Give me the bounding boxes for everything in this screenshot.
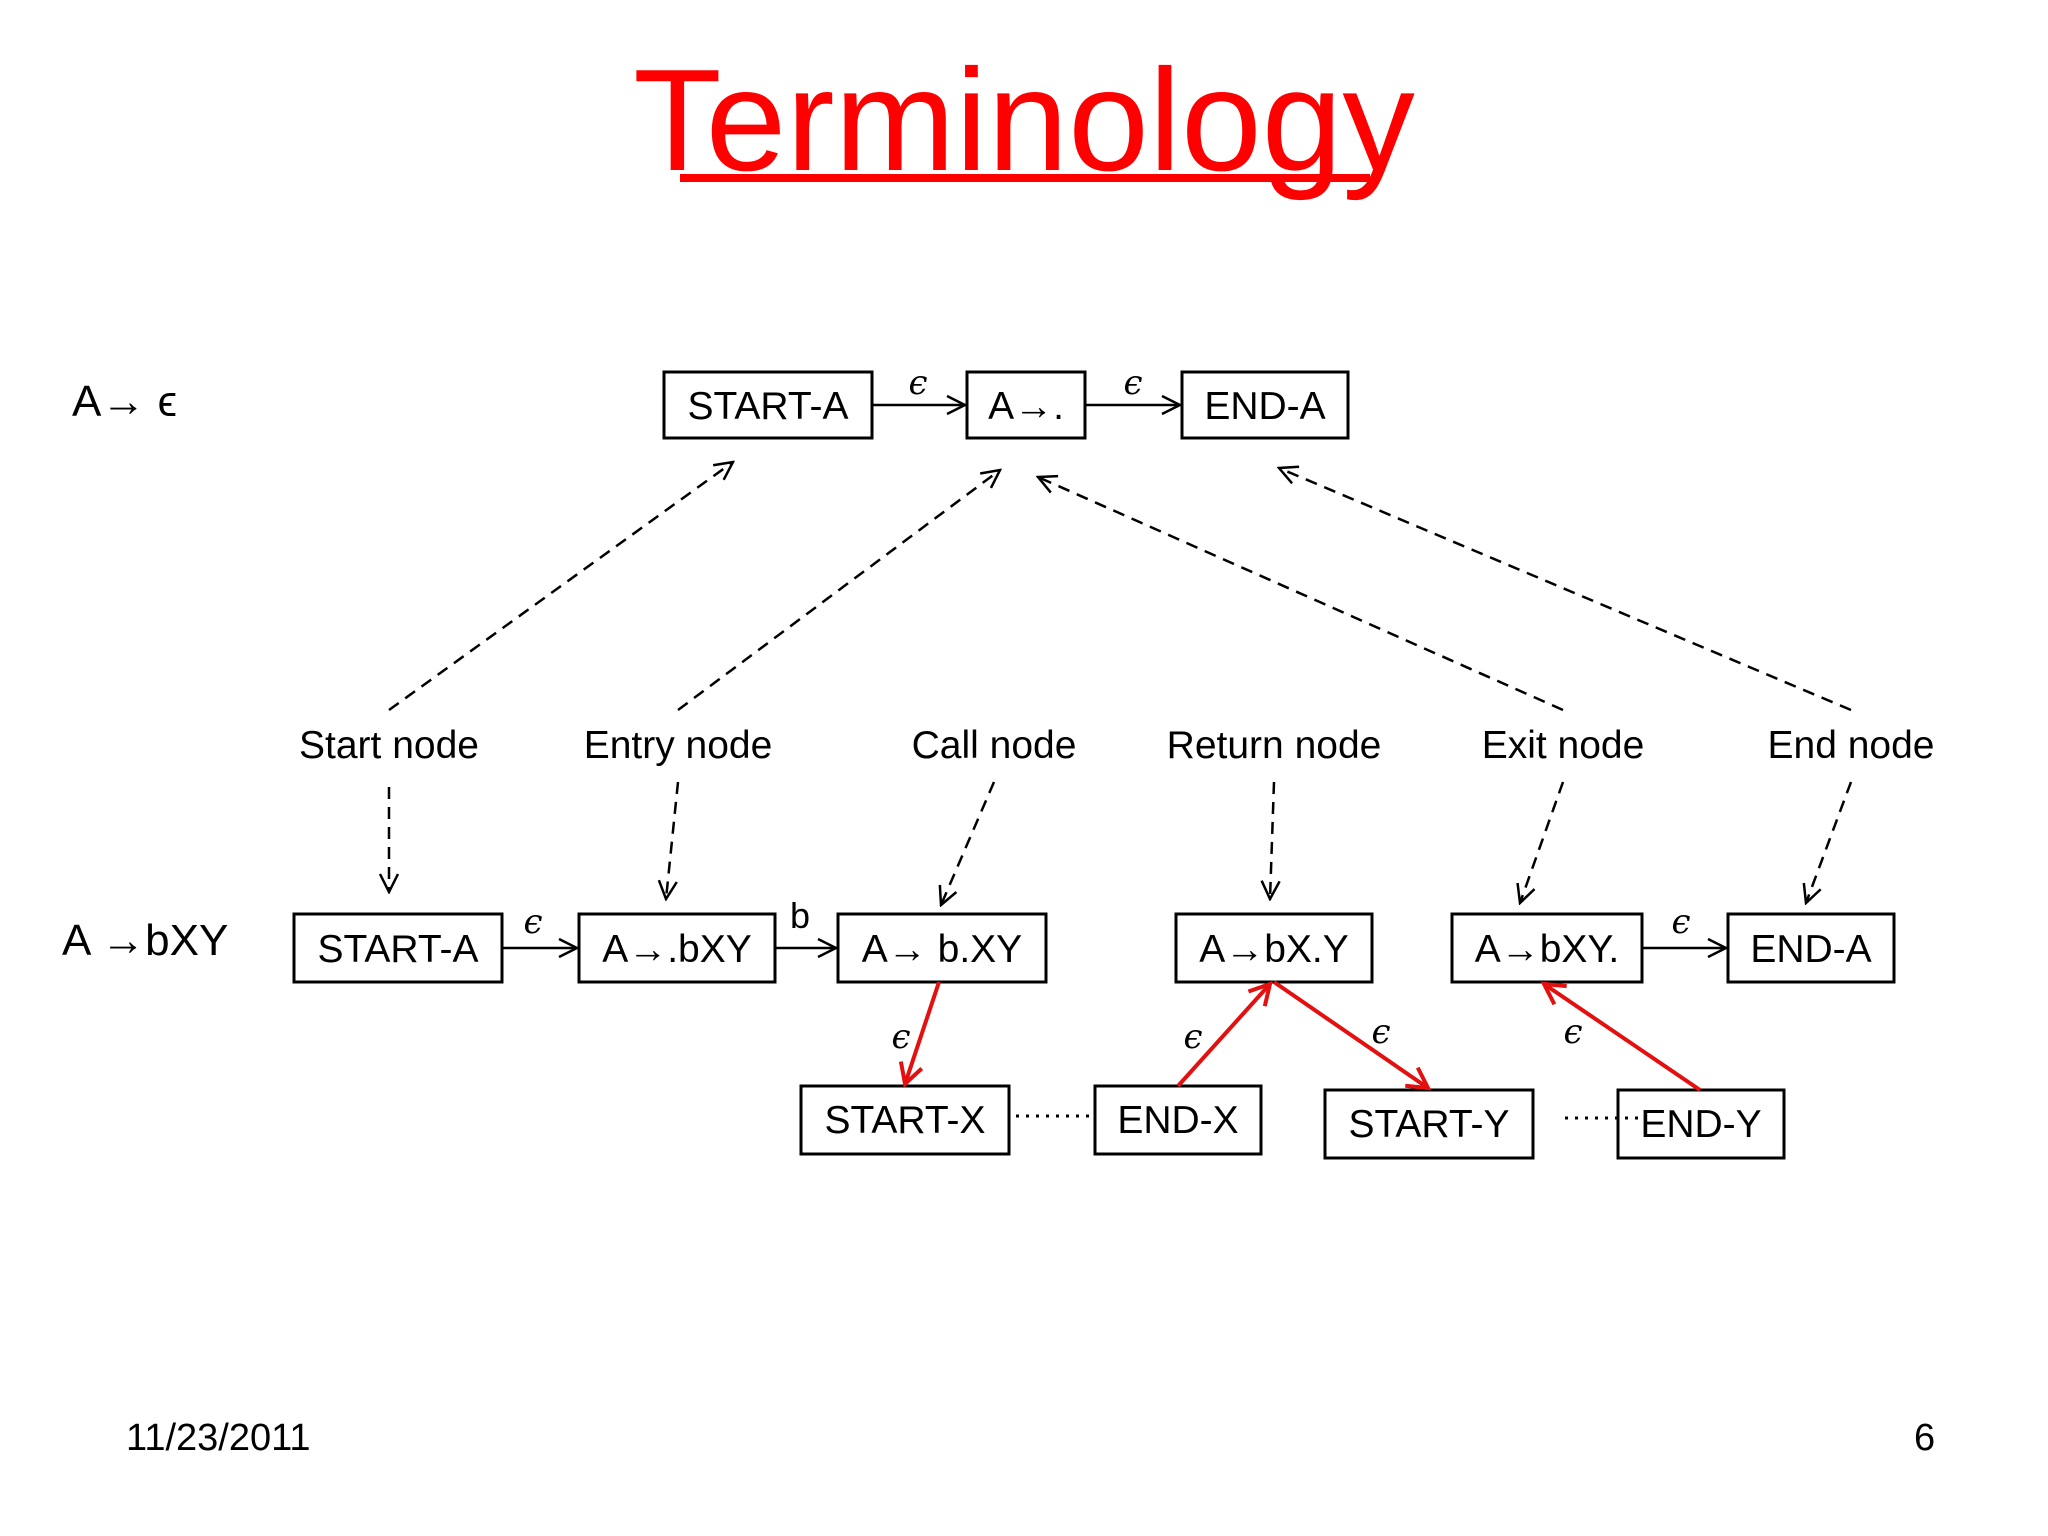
red-edge-label-1: ϵ [891,1017,910,1057]
footer-date: 11/23/2011 [126,1417,311,1459]
red-edge-label-3: ϵ [1371,1012,1390,1052]
term-start-node: Start node [299,724,479,767]
bottom-edge-label-3: ϵ [1671,902,1690,942]
footer-page-number: 6 [1914,1417,1935,1459]
bottom-call-label: A→ b.XY [862,928,1022,971]
dashed-end-to-bottom-end [1806,781,1853,903]
sub-end-y-node: END-Y [1616,1088,1786,1160]
bottom-edge-label-1: ϵ [523,902,542,942]
red-end-y-to-exit [1544,984,1702,1092]
bottom-exit-label: A→bXY. [1475,928,1620,971]
sub-end-x-label: END-X [1117,1099,1238,1142]
top-middle-label: A→. [988,385,1064,428]
bottom-start-node: START-A [292,912,504,984]
red-return-to-start-y [1272,980,1428,1088]
dashed-exit-to-bottom-exit [1520,781,1565,903]
bottom-return-node: A→bX.Y [1174,912,1374,984]
bottom-end-label: END-A [1750,928,1871,971]
bottom-entry-node: A→.bXY [577,912,777,984]
dashed-return-to-bottom-return [1270,781,1274,899]
bottom-exit-node: A→bXY. [1450,912,1644,984]
top-start-label: START-A [687,385,848,428]
bottom-call-node: A→ b.XY [836,912,1048,984]
term-entry-node: Entry node [584,724,773,767]
dashed-entry-to-top-middle [677,470,1000,712]
term-exit-node: Exit node [1482,724,1645,767]
top-edge-label-2: ϵ [1123,363,1142,403]
bottom-end-node: END-A [1726,912,1896,984]
top-edge-label-1: ϵ [908,363,927,403]
bottom-return-label: A→bX.Y [1199,928,1349,971]
bottom-start-label: START-A [317,928,478,971]
bottom-edge-label-b: b [790,895,810,936]
dashed-call-to-bottom-call [941,781,996,905]
sub-end-x-node: END-X [1093,1084,1263,1156]
row-label-bxy-production: A →bXY [62,916,228,965]
red-call-to-start-x [905,981,941,1084]
row-label-epsilon-production: A→ ϵ [72,377,177,426]
bottom-entry-label: A→.bXY [602,928,752,971]
sub-start-x-node: START-X [799,1084,1011,1156]
sub-start-y-node: START-Y [1323,1088,1535,1160]
top-start-node: START-A [662,370,874,440]
red-edge-label-4: ϵ [1563,1012,1582,1052]
dashed-entry-to-bottom-entry [666,781,680,899]
top-end-node: END-A [1180,370,1350,440]
sub-start-y-label: START-Y [1348,1103,1509,1146]
dashed-start-to-top-start [388,462,733,712]
sub-start-x-label: START-X [824,1099,985,1142]
dashed-end-to-top-end [1279,468,1852,712]
sub-end-y-label: END-Y [1640,1103,1761,1146]
red-end-x-to-return [1176,984,1270,1088]
top-end-label: END-A [1204,385,1325,428]
red-edge-label-2: ϵ [1183,1017,1202,1057]
dashed-exit-to-top-middle [1038,477,1564,712]
term-end-node: End node [1768,724,1935,767]
term-call-node: Call node [912,724,1077,767]
top-middle-node: A→. [965,370,1087,440]
term-return-node: Return node [1167,724,1382,767]
